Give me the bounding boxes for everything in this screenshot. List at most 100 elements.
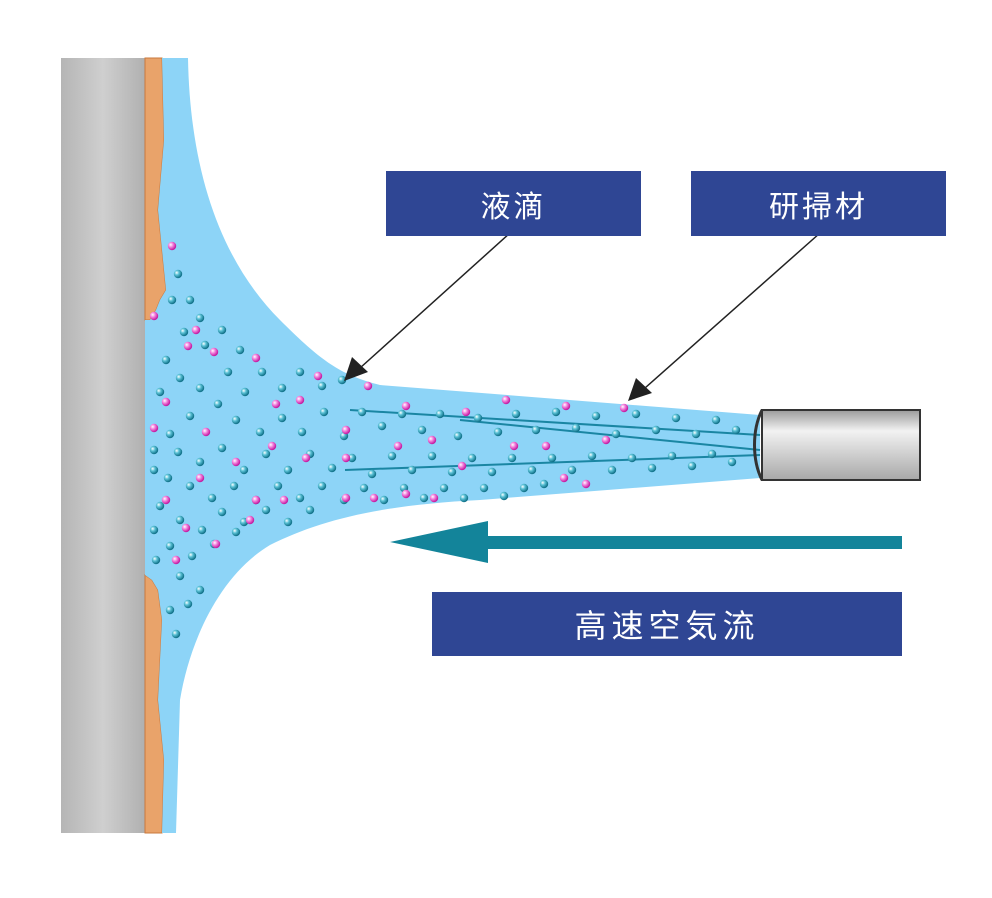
droplet-particle [240, 387, 250, 397]
abrasive-particle [267, 441, 277, 451]
abrasive-particle [427, 435, 437, 445]
droplet-particle [377, 421, 387, 431]
droplet-particle [217, 443, 227, 453]
droplet-particle [231, 415, 241, 425]
droplet-particle [367, 469, 377, 479]
droplet-particle [591, 411, 601, 421]
abrasive-particle [457, 461, 467, 471]
abrasive-particle [341, 493, 351, 503]
abrasive-particle [509, 441, 519, 451]
droplet-particle [149, 445, 159, 455]
droplet-particle [667, 451, 677, 461]
abrasive-particle [341, 425, 351, 435]
abrasive-particle [231, 457, 241, 467]
droplet-particle [453, 431, 463, 441]
airflow-label: 高速空気流 [432, 592, 902, 656]
abrasive-particle [181, 523, 191, 533]
droplet-particle [195, 457, 205, 467]
droplet-particle [611, 429, 621, 439]
droplet-particle [317, 481, 327, 491]
droplet-particle [149, 465, 159, 475]
droplet-particle [175, 571, 185, 581]
droplet-particle [261, 505, 271, 515]
nozzle-icon [753, 409, 921, 481]
droplet-particle [539, 479, 549, 489]
droplet-particle [163, 473, 173, 483]
droplet-particle [347, 453, 357, 463]
abrasive-particle [501, 395, 511, 405]
abrasive-particle [541, 441, 551, 451]
droplet-particle [499, 491, 509, 501]
arrow-left-icon [390, 521, 902, 563]
abrasive-particle [601, 435, 611, 445]
droplet-particle [627, 453, 637, 463]
droplet-particle [387, 451, 397, 461]
droplet-particle [155, 387, 165, 397]
abrasive-particle [183, 341, 193, 351]
droplet-particle [447, 467, 457, 477]
droplet-particle [171, 629, 181, 639]
droplet-particle [195, 313, 205, 323]
abrasive-particle [301, 453, 311, 463]
droplet-particle [283, 465, 293, 475]
droplet-particle [507, 453, 517, 463]
droplet-particle [229, 481, 239, 491]
droplet-particle [397, 409, 407, 419]
droplet-particle [631, 409, 641, 419]
abrasive-particle [295, 395, 305, 405]
droplet-particle [175, 373, 185, 383]
abrasive-particle [581, 479, 591, 489]
abrasive-particle [167, 241, 177, 251]
droplet-particle [439, 483, 449, 493]
abrasive-particle [561, 401, 571, 411]
droplet-particle [305, 505, 315, 515]
droplet-particle [185, 481, 195, 491]
droplet-particle [493, 427, 503, 437]
droplet-particle [547, 453, 557, 463]
abrasive-particle [559, 473, 569, 483]
abrasive-particle [363, 381, 373, 391]
droplet-particle [217, 507, 227, 517]
droplet-particle [161, 355, 171, 365]
droplet-particle [167, 295, 177, 305]
droplet-particle [359, 483, 369, 493]
droplet-particle [297, 427, 307, 437]
abrasive-particle [271, 399, 281, 409]
droplet-particle [185, 295, 195, 305]
droplet-particle [149, 525, 159, 535]
droplet-particle [519, 483, 529, 493]
droplet-particle [327, 463, 337, 473]
droplet-particle [277, 413, 287, 423]
abrasive-particle [461, 407, 471, 417]
droplet-particle [239, 465, 249, 475]
droplet-particle [419, 493, 429, 503]
droplet-particle [651, 425, 661, 435]
droplet-particle [337, 375, 347, 385]
abrasive-particle [401, 489, 411, 499]
droplet-label: 液滴 [386, 171, 641, 236]
droplet-particle [647, 463, 657, 473]
abrasive-particle [211, 539, 221, 549]
abrasive-particle [149, 423, 159, 433]
droplet-particle [435, 409, 445, 419]
abrasive-particle [279, 495, 289, 505]
droplet-particle [567, 465, 577, 475]
droplet-particle [197, 525, 207, 535]
droplet-particle [295, 367, 305, 377]
droplet-particle [467, 453, 477, 463]
abrasive-particle [191, 325, 201, 335]
droplet-particle [173, 447, 183, 457]
droplet-particle [207, 493, 217, 503]
droplet-particle [155, 501, 165, 511]
droplet-particle [183, 599, 193, 609]
droplet-particle [587, 451, 597, 461]
droplet-particle [257, 367, 267, 377]
droplet-particle [231, 527, 241, 537]
droplet-particle [235, 345, 245, 355]
droplet-particle [200, 340, 210, 350]
droplet-particle [379, 495, 389, 505]
droplet-particle [417, 425, 427, 435]
abrasive-particle [251, 495, 261, 505]
droplet-particle [551, 407, 561, 417]
droplet-particle [165, 541, 175, 551]
